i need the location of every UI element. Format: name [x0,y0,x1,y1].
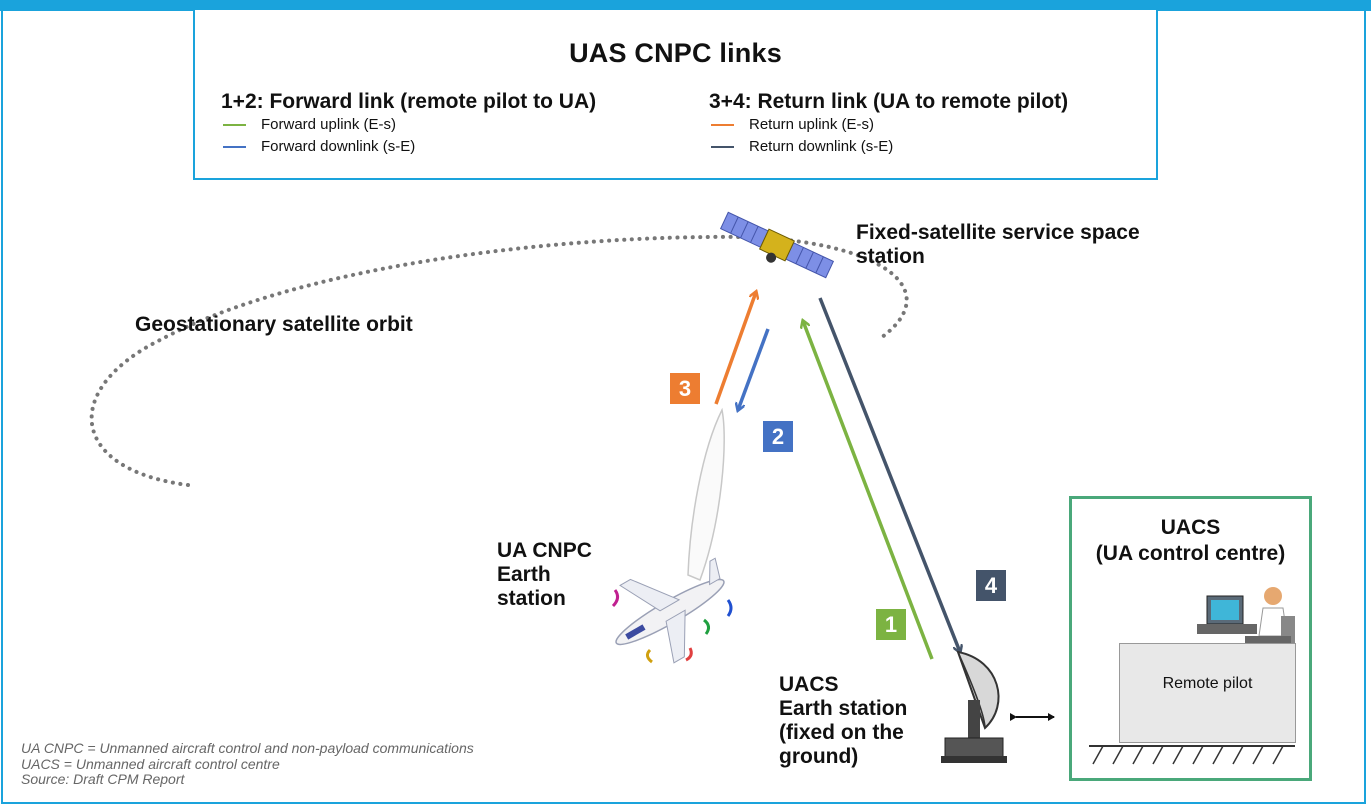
legend-forward-uplink: Forward uplink (E-s) [221,114,596,136]
uacs-title: UACS(UA control centre) [1095,516,1286,565]
forward-uplink-swatch [223,124,246,126]
pilot-workstation-icon [1089,587,1295,765]
return-downlink-swatch [711,146,734,148]
satellite-icon [719,211,835,279]
forward-downlink-arrow [738,328,770,410]
legend-forward-downlink: Forward downlink (s-E) [221,136,596,158]
ribbons-icon [611,589,733,664]
dish-antenna-icon [941,650,1007,763]
return-link-title: 3+4: Return link (UA to remote pilot) [709,90,1069,113]
forward-link-title: 1+2: Forward link (remote pilot to UA) [221,90,597,113]
footnote-ua-cnpc: UA CNPC = Unmanned aircraft control and … [21,740,474,756]
badge-3: 3 [670,373,700,404]
forward-uplink-arrow [803,321,934,660]
forward-downlink-swatch [223,146,246,148]
remote-pilot-label: Remote pilot [1162,675,1253,692]
legend-title: UAS CNPC links [569,38,782,68]
legend-box: UAS CNPC links 1+2: Forward link (remote… [193,8,1158,180]
aircraft-icon [615,557,725,664]
footnote-source: Source: Draft CPM Report [21,771,185,787]
footnote-uacs: UACS = Unmanned aircraft control centre [21,755,280,772]
uacs-control-centre: UACS(UA control centre) Remote pilot [1069,496,1312,781]
ua-antenna-beam [687,407,725,581]
badge-1: 1 [876,609,906,640]
forward-link-legend: 1+2: Forward link (remote pilot to UA) F… [221,90,596,158]
return-uplink-swatch [711,124,734,126]
badge-2: 2 [763,421,793,452]
legend-return-downlink: Return downlink (s-E) [709,136,1068,158]
return-downlink-arrow [818,297,960,652]
top-accent-bar [0,0,1371,11]
legend-return-uplink: Return uplink (E-s) [709,114,1068,136]
remote-pilot-desk: Remote pilot [1119,643,1296,743]
footnotes: UA CNPC = Unmanned aircraft control and … [21,740,474,788]
geostationary-orbit-arc [89,234,909,487]
return-uplink-arrow [714,292,756,405]
orbit-label: Geostationary satellite orbit [135,313,413,336]
return-link-legend: 3+4: Return link (UA to remote pilot) Re… [709,90,1068,158]
badge-4: 4 [976,570,1006,601]
